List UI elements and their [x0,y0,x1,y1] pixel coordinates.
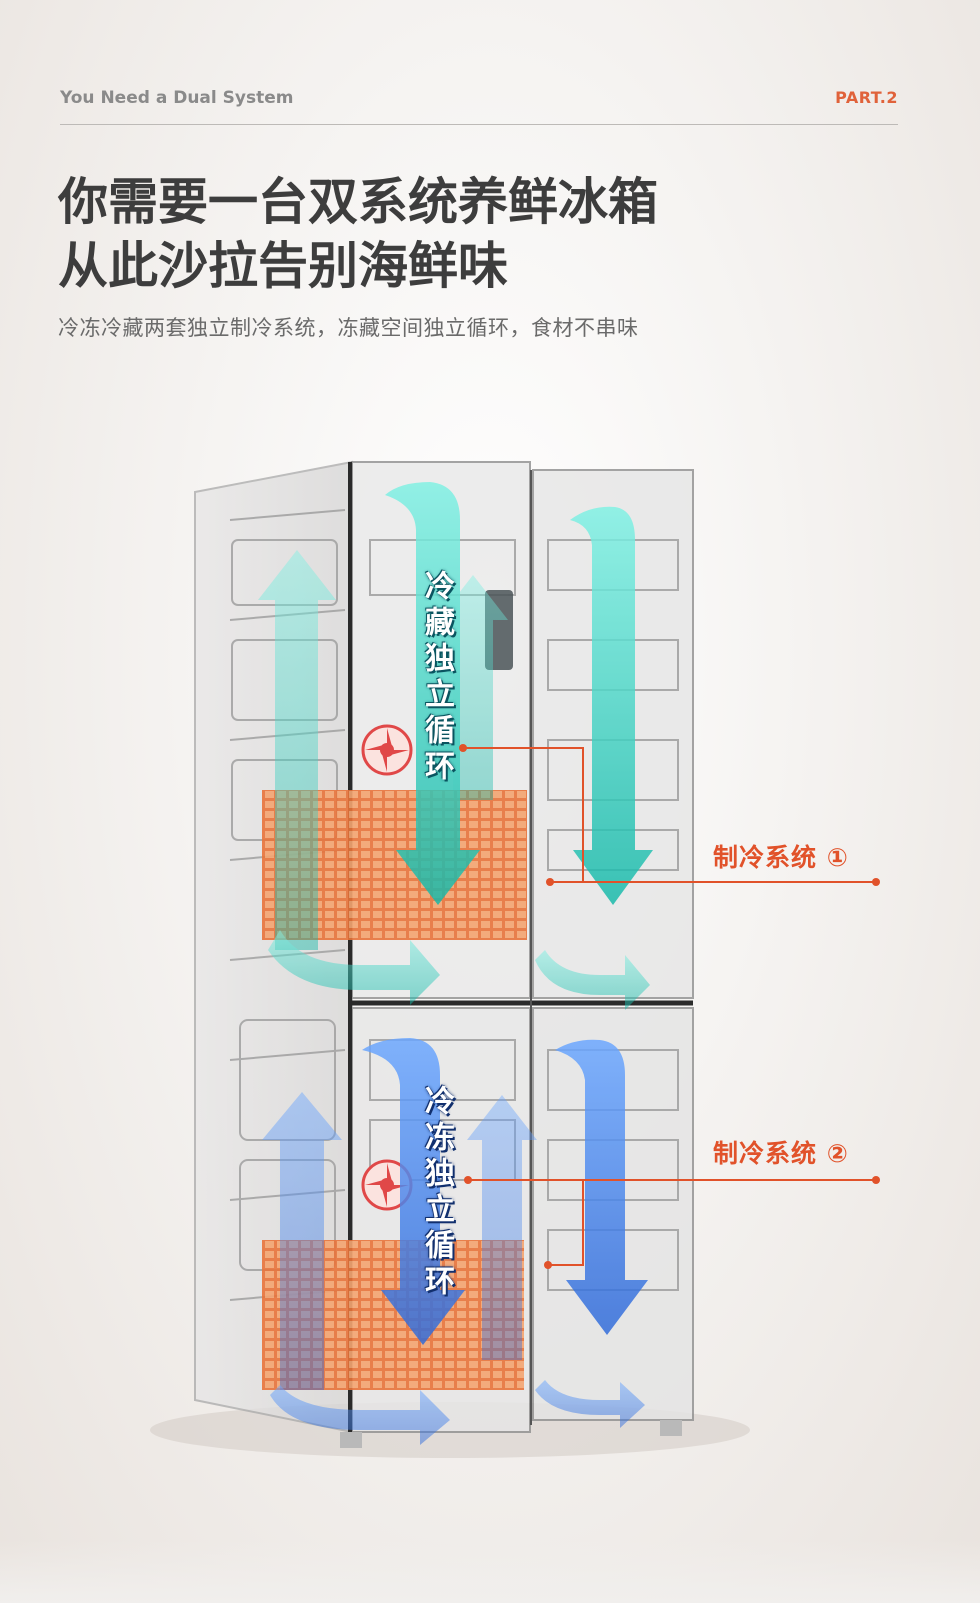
fridge-foot-right [660,1420,682,1436]
teal-up-arrow-left [258,550,336,950]
blue-down-arrow-right [555,1039,648,1335]
teal-return-loop-right [535,950,650,1010]
blue-return-loop-right [535,1380,645,1428]
callout-dots [459,744,880,1269]
upper-airflow-arrows [258,482,653,1010]
header-tagline: You Need a Dual System [60,88,294,108]
teal-down-arrow-main [385,482,480,905]
callout-lines [463,747,876,1266]
blue-up-arrow-mid [467,1095,537,1360]
callout-line-upper-a [463,747,584,882]
cooling-system-2-label: 制冷系统 ② [713,1139,849,1168]
teal-return-loop [268,930,440,1005]
title-line-2: 从此沙拉告别海鲜味 [58,237,508,295]
upper-loop-label: 冷藏独立循环 [419,570,454,786]
bottom-fade [0,1540,980,1603]
fridge-foot-left [340,1432,362,1448]
blue-down-arrow-main [362,1038,465,1345]
upper-fan-icon [361,724,413,776]
title-line-1: 你需要一台双系统养鲜冰箱 [58,173,658,231]
section-header: You Need a Dual System PART.2 [60,84,898,125]
lower-loop-label: 冷冻独立循环 [419,1085,454,1301]
lower-airflow-arrows [262,1038,648,1445]
page-subtitle: 冷冻冷藏两套独立制冷系统，冻藏空间独立循环，食材不串味 [58,316,639,340]
cooling-system-1-label: 制冷系统 ① [713,843,849,872]
blue-up-arrow-left [262,1092,342,1390]
part-label: PART.2 [835,88,898,107]
callout-line-lower-a [468,1179,584,1266]
page-title: 你需要一台双系统养鲜冰箱 从此沙拉告别海鲜味 [58,170,658,298]
teal-down-arrow-right [570,506,653,905]
blue-return-loop [270,1385,450,1445]
